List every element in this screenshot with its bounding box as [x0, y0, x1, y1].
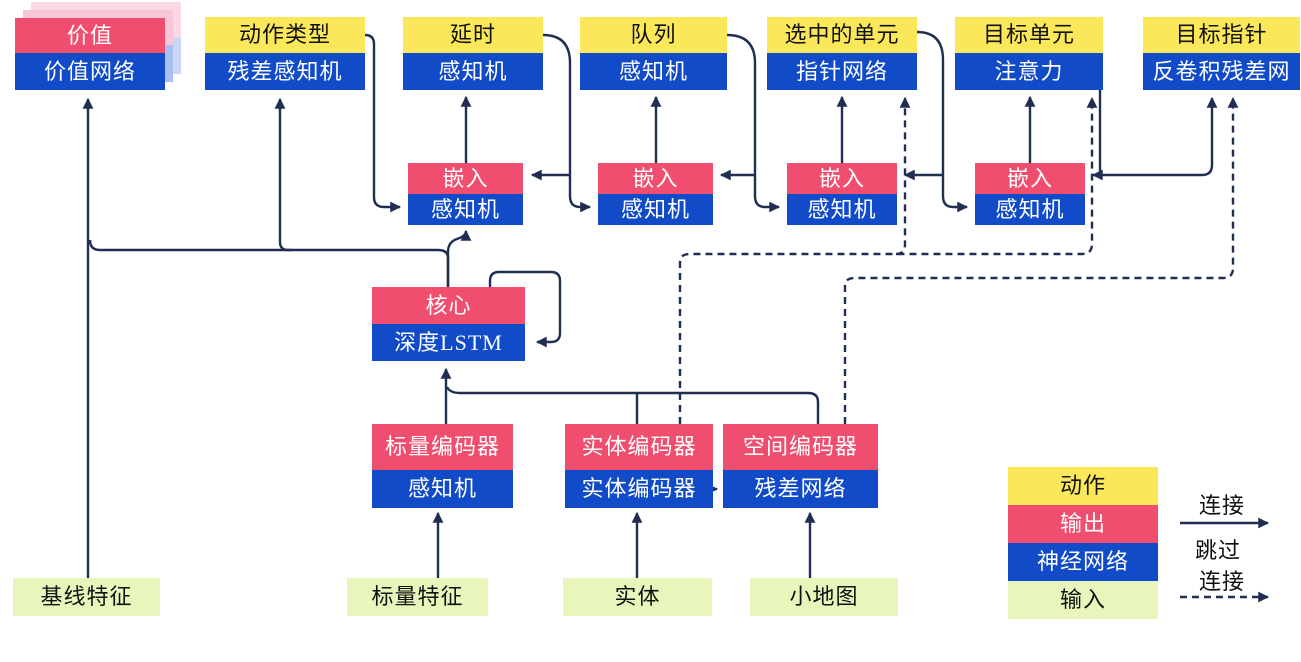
embedding-4: 嵌入感知机: [975, 163, 1085, 225]
value-head: 价值价值网络: [15, 18, 165, 90]
legend-skip-label-line2: 连接: [1198, 569, 1245, 594]
target-unit-head: 目标单元注意力: [955, 17, 1103, 90]
embedding-1: 嵌入感知机: [408, 163, 523, 225]
scalar-encoder-part-output: 标量编码器: [372, 424, 513, 470]
embedding-2-part-network: 感知机: [598, 194, 713, 225]
target-pointer-head-part-action: 目标指针: [1143, 17, 1300, 53]
edge-core-to-embedding-1: [446, 229, 472, 287]
edge-core-output-bus: [88, 239, 450, 287]
entity-encoder: 实体编码器实体编码器: [565, 424, 713, 508]
legend-swatches-part-output: 输出: [1008, 505, 1158, 543]
embedding-2: 嵌入感知机: [598, 163, 713, 225]
entity-input: 实体: [563, 578, 712, 616]
target-unit-head-part-action: 目标单元: [955, 17, 1103, 53]
baseline-features-input-part-input: 基线特征: [13, 578, 160, 616]
queue-head-part-action: 队列: [580, 17, 727, 53]
legend-swatches-part-action: 动作: [1008, 467, 1158, 505]
embedding-4-part-output: 嵌入: [975, 163, 1085, 194]
entity-encoder-part-output: 实体编码器: [565, 424, 713, 470]
edge-target-unit-to-target-pointer: [1100, 96, 1218, 177]
scalar-encoder-part-network: 感知机: [372, 470, 513, 508]
scalar-encoder: 标量编码器感知机: [372, 424, 513, 508]
embedding-4-part-network: 感知机: [975, 194, 1085, 225]
minimap-input-part-input: 小地图: [750, 578, 898, 616]
delay-head-part-action: 延时: [403, 17, 543, 53]
target-unit-head-part-network: 注意力: [955, 53, 1103, 90]
legend-swatches-part-input: 输入: [1008, 581, 1158, 619]
delay-head-part-network: 感知机: [403, 53, 543, 90]
edge-selected-units-to-embedding-4: [941, 175, 969, 213]
legend-connect-label: 连接: [1198, 493, 1245, 518]
legend-swatches: 动作输出神经网络输入: [1008, 467, 1158, 619]
core-part-output: 核心: [372, 287, 525, 324]
legend-skip-label-line1: 跳过: [1194, 538, 1241, 563]
embedding-3-part-network: 感知机: [787, 194, 897, 225]
spatial-encoder-part-network: 残差网络: [723, 470, 878, 508]
legend-swatches-part-network: 神经网络: [1008, 543, 1158, 581]
delay-head: 延时感知机: [403, 17, 543, 90]
edge-entity-skip-to-selected-units: [895, 96, 911, 256]
embedding-3: 嵌入感知机: [787, 163, 897, 225]
embedding-1-part-network: 感知机: [408, 194, 523, 225]
edge-delay-down: [542, 33, 572, 175]
target-pointer-head-part-network: 反卷积残差网: [1143, 53, 1300, 90]
queue-head: 队列感知机: [580, 17, 727, 90]
scalar-features-input: 标量特征: [347, 578, 488, 616]
baseline-features-input: 基线特征: [13, 578, 160, 616]
entity-input-part-input: 实体: [563, 578, 712, 616]
core-part-network: 深度LSTM: [372, 324, 525, 361]
action-type-head: 动作类型残差感知机: [205, 17, 365, 90]
scalar-features-input-part-input: 标量特征: [347, 578, 488, 616]
value-head-part-output: 价值: [15, 18, 165, 53]
value-head-part-network: 价值网络: [15, 53, 165, 90]
spatial-encoder-part-output: 空间编码器: [723, 424, 878, 470]
edge-bus-to-action-type: [274, 97, 292, 252]
edge-spatial-encoder-bus: [445, 386, 820, 424]
edge-entity-skip-to-target-unit: [678, 96, 1098, 424]
embedding-1-part-output: 嵌入: [408, 163, 523, 194]
edge-queue-to-embedding-3: [753, 175, 781, 213]
minimap-input: 小地图: [750, 578, 898, 616]
selected-units-head-part-network: 指针网络: [767, 53, 917, 90]
action-type-head-part-network: 残差感知机: [205, 53, 365, 90]
edge-action-type-to-embedding-1: [364, 33, 402, 213]
selected-units-head: 选中的单元指针网络: [767, 17, 917, 90]
target-pointer-head: 目标指针反卷积残差网: [1143, 17, 1300, 90]
entity-encoder-part-network: 实体编码器: [565, 470, 713, 508]
edge-spatial-skip-to-target-pointer: [843, 96, 1239, 424]
queue-head-part-network: 感知机: [580, 53, 727, 90]
edge-queue-down: [726, 33, 757, 175]
spatial-encoder: 空间编码器残差网络: [723, 424, 878, 508]
edge-selected-units-down: [916, 30, 945, 175]
action-type-head-part-action: 动作类型: [205, 17, 365, 53]
embedding-3-part-output: 嵌入: [787, 163, 897, 194]
core: 核心深度LSTM: [372, 287, 525, 361]
selected-units-head-part-action: 选中的单元: [767, 17, 917, 53]
edge-delay-to-embedding-2: [568, 175, 592, 213]
embedding-2-part-output: 嵌入: [598, 163, 713, 194]
